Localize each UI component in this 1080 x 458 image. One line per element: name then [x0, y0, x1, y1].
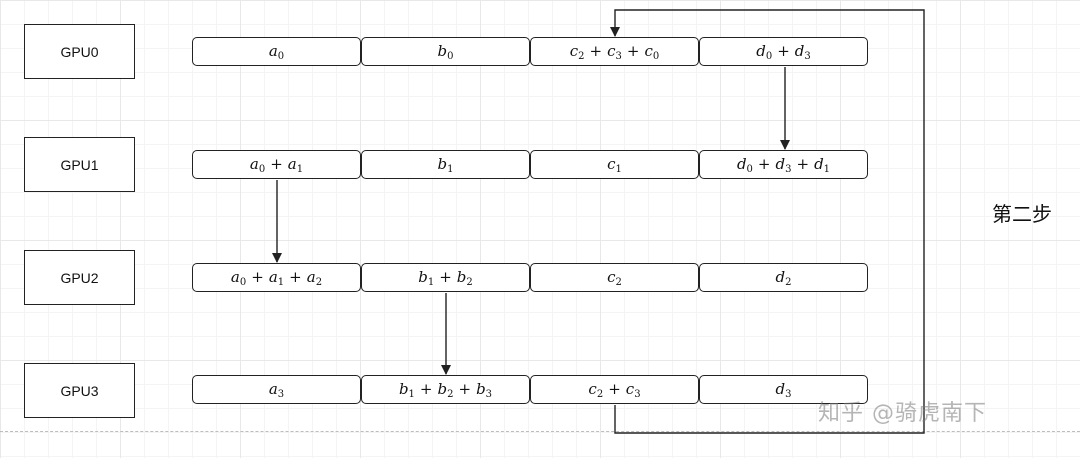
chunk-term: c3	[607, 41, 622, 62]
arrow-c-gpu3-to-gpu0	[610, 9, 925, 434]
chunk-expression: b1+b2+b3	[399, 380, 492, 400]
chunk-expression: a0	[269, 42, 284, 62]
plus-operator: +	[289, 267, 302, 286]
gpu0-label: GPU0	[60, 43, 99, 60]
gpu0-chunk-b: b0	[361, 37, 530, 66]
chunk-term: b2	[456, 267, 473, 288]
chunk-expression: c2+c3+c0	[570, 42, 660, 62]
gpu3-chunk-a: a3	[192, 375, 361, 404]
chunk-term: d3	[775, 154, 792, 175]
chunk-expression: b0	[438, 42, 454, 62]
page-break-line	[0, 431, 1080, 432]
chunk-expression: c2+c3	[588, 380, 640, 400]
chunk-expression: d3	[776, 380, 792, 400]
chunk-term: b3	[476, 379, 493, 400]
gpu1-chunk-c: c1	[530, 150, 699, 179]
chunk-expression: a0+a1+a2	[231, 268, 322, 288]
gpu3-chunk-d: d3	[699, 375, 868, 404]
gpu0-chunk-a: a0	[192, 37, 361, 66]
chunk-expression: b1+b2	[418, 268, 473, 288]
chunk-term: b1	[418, 267, 435, 288]
gpu2-chunk-c: c2	[530, 263, 699, 292]
plus-operator: +	[251, 267, 264, 286]
plus-operator: +	[757, 154, 771, 173]
plus-operator: +	[270, 154, 283, 173]
chunk-term: d3	[775, 379, 792, 400]
gpu2-chunk-row: a0+a1+a2 b1+b2 c2 d2	[192, 263, 870, 292]
gpu2-label: GPU2	[60, 269, 99, 286]
chunk-term: d1	[814, 154, 831, 175]
chunk-expression: c1	[607, 155, 622, 175]
plus-operator: +	[419, 379, 433, 398]
gpu1-chunk-d: d0+d3+d1	[699, 150, 868, 179]
gpu1-label: GPU1	[60, 156, 99, 173]
chunk-term: d0	[756, 41, 773, 62]
gpu1-chunk-b: b1	[361, 150, 530, 179]
gpu2-chunk-a: a0+a1+a2	[192, 263, 361, 292]
chunk-term: a1	[287, 154, 304, 175]
chunk-term: c0	[644, 41, 660, 62]
chunk-expression: d0+d3	[756, 42, 811, 62]
chunk-term: a1	[268, 267, 285, 288]
chunk-term: d2	[775, 267, 792, 288]
chunk-expression: d2	[776, 268, 792, 288]
watermark: 知乎 @骑虎南下	[818, 401, 987, 426]
gpu2-box: GPU2	[24, 250, 135, 305]
chunk-term: a0	[249, 154, 266, 175]
gpu0-chunk-row: a0 b0 c2+c3+c0 d0+d3	[192, 37, 870, 66]
plus-operator: +	[439, 267, 452, 286]
chunk-term: c2	[607, 267, 622, 288]
plus-operator: +	[589, 41, 603, 60]
chunk-expression: c2	[607, 268, 622, 288]
gpu0-chunk-c: c2+c3+c0	[530, 37, 699, 66]
chunk-term: b2	[437, 379, 454, 400]
gpu2-chunk-b: b1+b2	[361, 263, 530, 292]
chunk-term: c2	[569, 41, 585, 62]
gpu2-chunk-d: d2	[699, 263, 868, 292]
chunk-term: d3	[794, 41, 811, 62]
gpu0-box: GPU0	[24, 24, 135, 79]
gpu3-chunk-b: b1+b2+b3	[361, 375, 530, 404]
chunk-expression: d0+d3+d1	[737, 155, 830, 175]
step-label: 第二步	[992, 202, 1052, 226]
chunk-term: c1	[607, 154, 622, 175]
chunk-term: b1	[398, 379, 415, 400]
gpu0-chunk-d: d0+d3	[699, 37, 868, 66]
gpu1-chunk-row: a0+a1 b1 c1 d0+d3+d1	[192, 150, 870, 179]
chunk-expression: a0+a1	[250, 155, 303, 175]
chunk-term: a0	[268, 41, 285, 62]
chunk-term: a0	[230, 267, 247, 288]
chunk-term: a3	[268, 379, 285, 400]
gpu3-label: GPU3	[60, 382, 99, 399]
chunk-expression: b1	[438, 155, 454, 175]
plus-operator: +	[458, 379, 472, 398]
chunk-term: a2	[306, 267, 323, 288]
plus-operator: +	[626, 41, 640, 60]
chunk-term: c2	[588, 379, 604, 400]
gpu1-chunk-a: a0+a1	[192, 150, 361, 179]
plus-operator: +	[608, 379, 621, 398]
chunk-term: d0	[736, 154, 753, 175]
gpu3-chunk-c: c2+c3	[530, 375, 699, 404]
chunk-term: b1	[437, 154, 454, 175]
chunk-expression: a3	[269, 380, 284, 400]
gpu3-chunk-row: a3 b1+b2+b3 c2+c3 d3	[192, 375, 870, 404]
chunk-term: b0	[437, 41, 454, 62]
gpu1-box: GPU1	[24, 137, 135, 192]
plus-operator: +	[796, 154, 810, 173]
chunk-term: c3	[625, 379, 641, 400]
gpu3-box: GPU3	[24, 363, 135, 418]
plus-operator: +	[777, 41, 790, 60]
